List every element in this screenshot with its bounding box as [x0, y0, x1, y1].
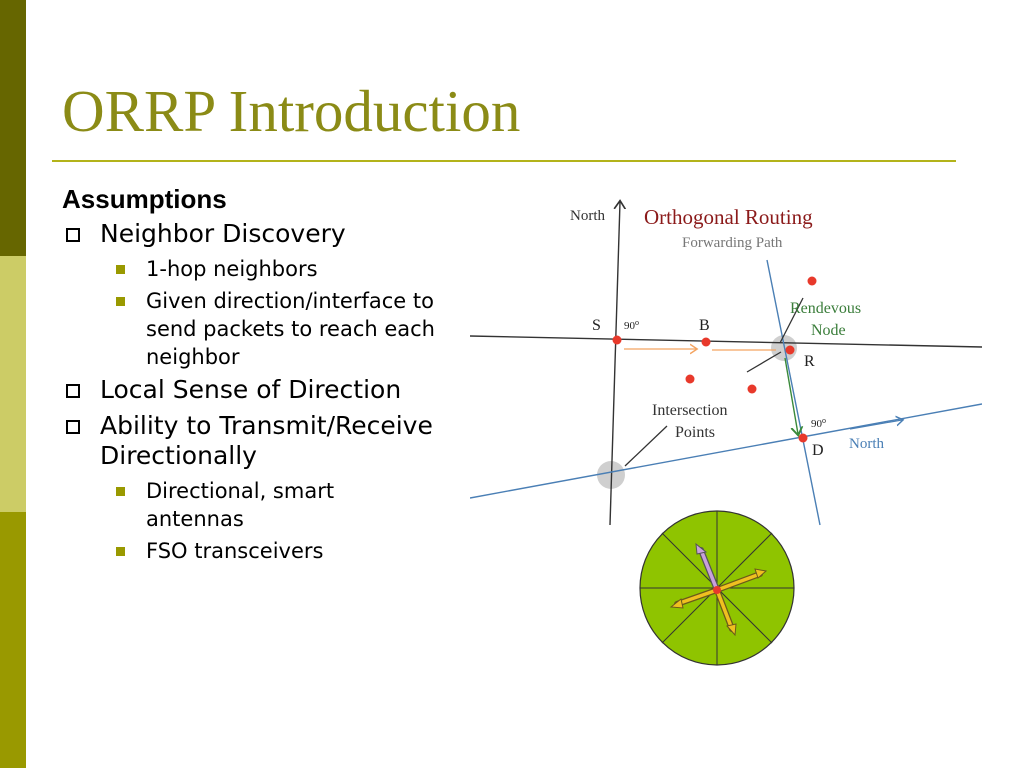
angle-label-s: 90o: [624, 318, 639, 332]
sub-bullet-smart-antennas: Directional, smart antennas: [62, 477, 366, 533]
sub-bullet-text: 1-hop neighbors: [146, 257, 318, 281]
horizontal-path-line: [470, 335, 982, 348]
node-b-dot: [701, 337, 711, 347]
sub-bullet-text: Given direction/interface to send packet…: [146, 289, 435, 369]
sub-bullet-1hop: 1-hop neighbors: [62, 255, 470, 283]
sub-bullet-text: Directional, smart antennas: [146, 479, 335, 531]
rendezvous-label-line2: Node: [811, 322, 846, 339]
antenna-arrow-north-fill: [699, 549, 719, 591]
square-bullet-icon: [116, 547, 125, 556]
node-dot: [685, 374, 695, 384]
diagram-title: Orthogonal Routing: [644, 205, 813, 229]
node-dot: [747, 384, 757, 394]
title-divider: [52, 160, 956, 162]
bullet-content: Assumptions Neighbor Discovery 1-hop nei…: [62, 180, 470, 600]
sidebar-band-top: [0, 0, 26, 256]
sub-bullet-text: FSO transceivers: [146, 539, 324, 563]
sub-bullet-fso: FSO transceivers: [62, 537, 470, 565]
node-s-dot: [612, 335, 622, 345]
hollow-square-bullet-icon: [66, 384, 80, 398]
antenna-arrowhead: [726, 623, 737, 637]
compass-center-node: [713, 586, 721, 594]
square-bullet-icon: [116, 297, 125, 306]
orthogonal-routing-diagram: Orthogonal Routing Forwarding Path North…: [470, 180, 982, 666]
diagonal-path-line: [766, 259, 821, 526]
node-dot: [807, 276, 817, 286]
antenna-arrowhead: [754, 568, 768, 579]
hollow-square-bullet-icon: [66, 420, 80, 434]
antenna-arrowhead: [695, 542, 708, 555]
node-d-dot: [798, 433, 808, 443]
antenna-arrow-east-fill: [716, 572, 761, 592]
bullet-directional-txrx: Ability to Transmit/Receive Directionall…: [62, 411, 470, 471]
bullet-local-sense: Local Sense of Direction: [62, 375, 470, 405]
forward-arrow-r-to-d: [784, 357, 798, 434]
node-r-label: R: [804, 353, 815, 370]
sidebar-band-middle: [0, 256, 26, 512]
sidebar-band-bottom: [0, 512, 26, 768]
intersection-callout-line-2: [624, 425, 668, 467]
intersection-label-line1: Intersection: [652, 402, 728, 419]
antenna-arrow-south-fill: [715, 589, 734, 630]
north-label-right: North: [849, 436, 884, 452]
node-s-label: S: [592, 317, 601, 334]
sub-bullet-direction-interface: Given direction/interface to send packet…: [62, 287, 470, 371]
diagram-subtitle: Forwarding Path: [682, 235, 783, 251]
antenna-sector-compass: [639, 510, 795, 666]
node-d-label: D: [812, 442, 824, 459]
bullet-neighbor-discovery: Neighbor Discovery: [62, 219, 470, 249]
square-bullet-icon: [116, 265, 125, 274]
north-blue-arrow: [849, 420, 902, 430]
bullet-text: Ability to Transmit/Receive Directionall…: [100, 411, 433, 470]
intersection-label-line2: Points: [675, 424, 715, 441]
intersection-callout-line-1: [746, 351, 782, 373]
hollow-square-bullet-icon: [66, 228, 80, 242]
antenna-arrowhead: [669, 598, 684, 609]
north-label-top: North: [570, 208, 605, 224]
antenna-arrow-west-fill: [676, 588, 718, 606]
bullet-text: Local Sense of Direction: [100, 375, 402, 404]
slide-title: ORRP Introduction: [62, 78, 521, 144]
bullet-text: Neighbor Discovery: [100, 219, 346, 248]
rendezvous-label-line1: Rendevous: [790, 300, 861, 317]
assumptions-heading: Assumptions: [62, 184, 227, 214]
rendezvous-callout-line: [779, 297, 804, 344]
node-b-label: B: [699, 317, 710, 334]
north-axis-line: [609, 202, 620, 526]
square-bullet-icon: [116, 487, 125, 496]
node-r-dot: [785, 345, 795, 355]
angle-label-d: 90o: [811, 416, 826, 430]
